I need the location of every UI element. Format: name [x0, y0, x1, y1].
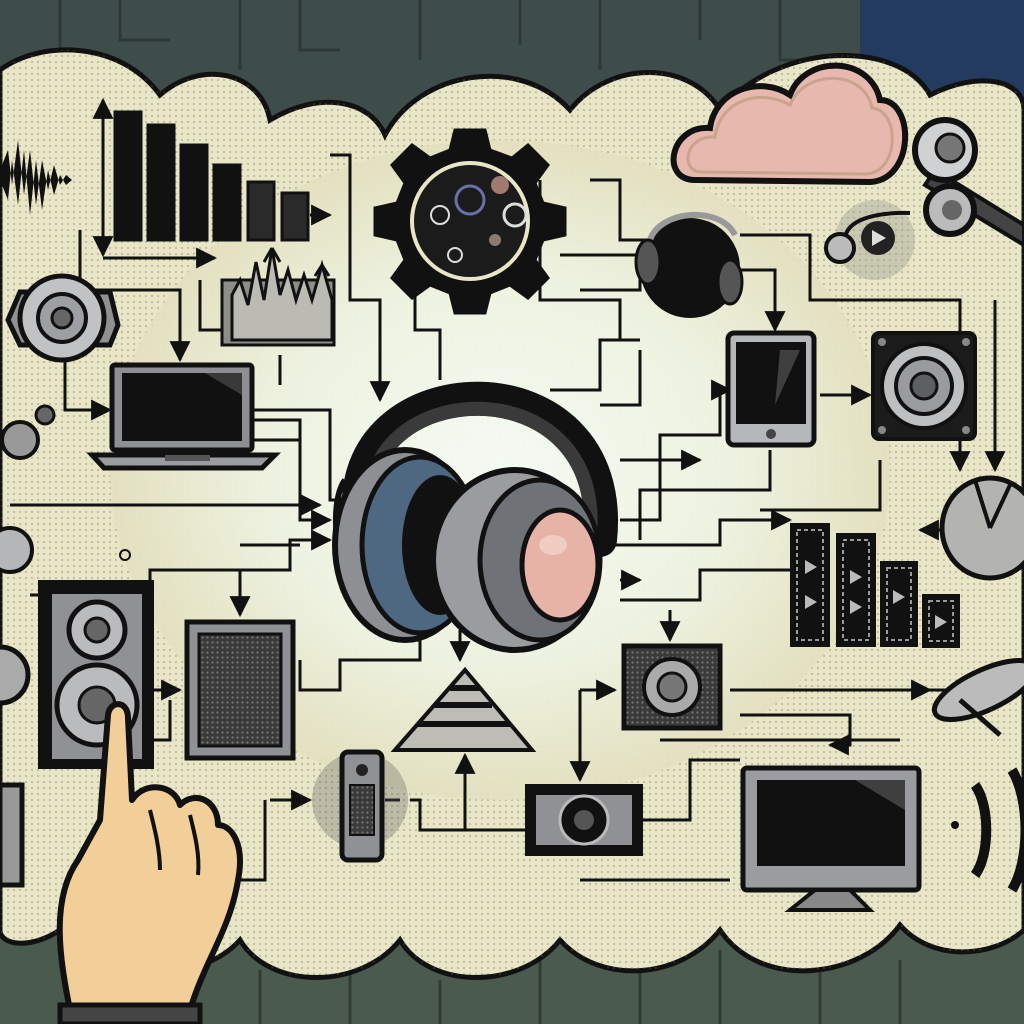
- connection-lines: [10, 153, 1006, 882]
- equalizer-bars-icon: [790, 523, 960, 648]
- sound-wave-icon: [0, 140, 72, 215]
- desktop-speaker-icon: [621, 643, 723, 731]
- satellite-antenna-icon: [931, 658, 1024, 737]
- subwoofer-panel-icon: [184, 619, 296, 761]
- sound-arc-icon: [951, 767, 1024, 893]
- joystick-icon: [912, 117, 1024, 248]
- waveform-chart-icon: [220, 247, 336, 385]
- round-speaker-icon: [0, 644, 31, 888]
- small-headphone-icon: [824, 200, 915, 280]
- square-speaker-icon: [871, 331, 977, 441]
- pink-cloud-icon: [670, 62, 909, 186]
- laptop-icon: [86, 362, 282, 471]
- headphones-icon: [332, 381, 618, 653]
- gear-icon: [373, 128, 567, 315]
- speaker-box-icon: [525, 784, 643, 856]
- tablet-icon: [725, 330, 817, 448]
- speaker-pod-icon: [5, 273, 121, 363]
- stereo-headphone-icon: [634, 212, 744, 318]
- pointing-hand-icon: [56, 701, 243, 1024]
- tower-speaker-icon: [38, 580, 154, 769]
- satellite-dish-icon: [939, 475, 1024, 581]
- pyramid-icon: [390, 666, 537, 752]
- level-bars-icon: [92, 97, 310, 269]
- remote-icon: [312, 749, 408, 863]
- monitor-icon: [740, 765, 922, 912]
- knob-cluster-icon: [0, 404, 131, 574]
